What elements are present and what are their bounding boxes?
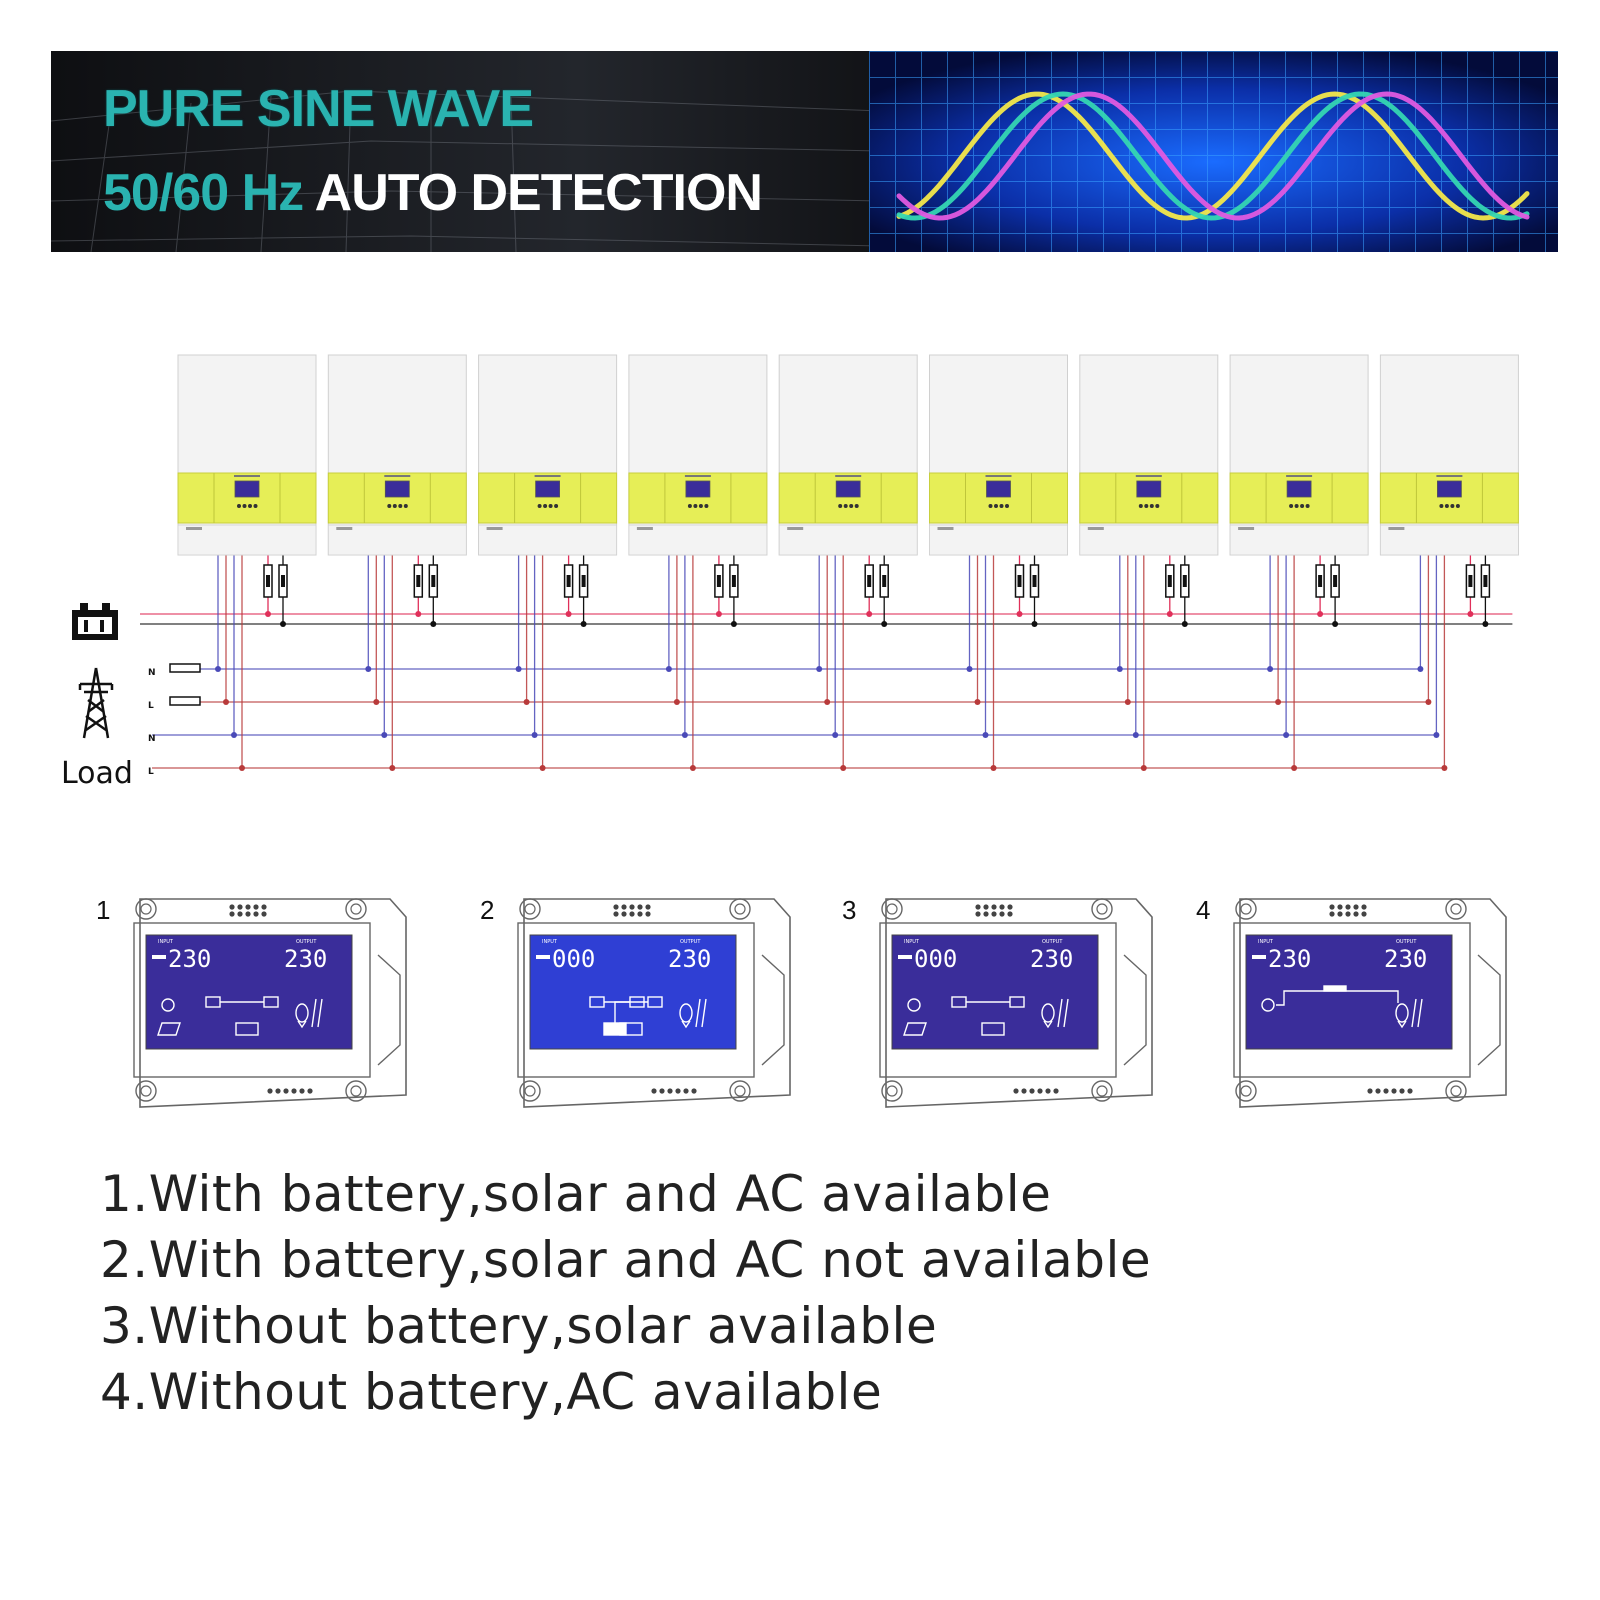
note-line-3: 3.Without battery,solar available xyxy=(100,1297,938,1355)
lcd-input-value: 000 xyxy=(914,945,957,973)
inverter-unit xyxy=(1079,354,1219,556)
lcd-output-value: 230 xyxy=(1030,945,1073,973)
lcd-flow-icons xyxy=(589,996,707,1036)
banner-title: PURE SINE WAVE xyxy=(103,80,534,138)
load-l-label: L xyxy=(148,767,154,777)
lcd-panel: INPUT OUTPUT 000 230 xyxy=(874,895,1174,1113)
lcd-flow-icons xyxy=(903,996,1069,1036)
lcd-output-value: 230 xyxy=(284,945,327,973)
inverter-unit xyxy=(628,354,768,556)
lcd-input-value: 000 xyxy=(552,945,595,973)
lcd-panel-number: 4 xyxy=(1196,895,1211,925)
battery-fuse-icon xyxy=(864,555,889,627)
note-line-4: 4.Without battery,AC available xyxy=(100,1363,883,1421)
sine-wave-3 xyxy=(896,91,1530,221)
lcd-flow-icons xyxy=(1261,985,1423,1029)
lcd-output-caption: OUTPUT xyxy=(680,939,701,945)
lcd-flow-icons xyxy=(157,996,323,1036)
battery-fuse-icon xyxy=(1014,555,1040,627)
solar-panel-background xyxy=(51,90,881,252)
load-label: Load xyxy=(61,756,133,791)
battery-fuse-icon xyxy=(714,555,739,627)
lcd-input-value: 230 xyxy=(168,945,211,973)
battery-icon xyxy=(72,603,118,640)
lcd-output-value: 230 xyxy=(1384,945,1427,973)
inverter-unit xyxy=(1379,354,1519,556)
auto-detection-text: AUTO DETECTION xyxy=(314,164,763,222)
lcd-input-value: 230 xyxy=(1268,945,1311,973)
battery-fuse-icon xyxy=(1315,555,1340,627)
lcd-output-caption: OUTPUT xyxy=(296,939,317,945)
battery-fuse-icon xyxy=(1465,555,1491,627)
grid-n-label: N xyxy=(148,668,156,678)
lcd-panel-number: 1 xyxy=(96,895,111,925)
lcd-input-caption: INPUT xyxy=(904,939,920,945)
frequency-text: 50/60 Hz xyxy=(103,164,304,222)
inverter-unit xyxy=(1229,354,1369,556)
inverter-unit xyxy=(327,354,467,556)
inverter-unit xyxy=(177,354,317,556)
load-n-label: N xyxy=(148,734,156,744)
lcd-mode-notes: 1.With battery,solar and AC available 2.… xyxy=(100,1165,1151,1429)
battery-fuse-icon xyxy=(263,555,288,627)
note-line-1: 1.With battery,solar and AC available xyxy=(100,1165,1052,1223)
battery-fuse-icon xyxy=(1165,555,1190,627)
lcd-output-value: 230 xyxy=(668,945,711,973)
lcd-input-caption: INPUT xyxy=(1258,939,1274,945)
power-tower-icon xyxy=(78,667,114,739)
grid-breaker-icons xyxy=(169,663,201,706)
lcd-input-caption: INPUT xyxy=(542,939,558,945)
lcd-panel: INPUT OUTPUT 000 230 xyxy=(512,895,812,1113)
inverter-unit xyxy=(478,354,618,556)
banner: PURE SINE WAVE 50/60 Hz AUTO DETECTION xyxy=(51,51,1558,252)
lcd-output-caption: OUTPUT xyxy=(1396,939,1417,945)
lcd-output-caption: OUTPUT xyxy=(1042,939,1063,945)
inverter-unit xyxy=(929,354,1068,556)
battery-fuse-icon xyxy=(413,555,439,627)
grid-l-label: L xyxy=(148,701,154,711)
note-line-2: 2.With battery,solar and AC not availabl… xyxy=(100,1231,1152,1289)
lcd-panel-number: 2 xyxy=(480,895,495,925)
parallel-wiring-diagram: N L N L xyxy=(72,354,1519,777)
inverter-unit xyxy=(778,354,918,556)
battery-fuse-icon xyxy=(563,555,589,627)
banner-subtitle: 50/60 Hz AUTO DETECTION xyxy=(103,163,763,223)
lcd-panel-number: 3 xyxy=(842,895,857,925)
lcd-input-caption: INPUT xyxy=(158,939,174,945)
sine-wave-graphic xyxy=(869,51,1558,252)
sine-wave-2 xyxy=(896,91,1530,221)
